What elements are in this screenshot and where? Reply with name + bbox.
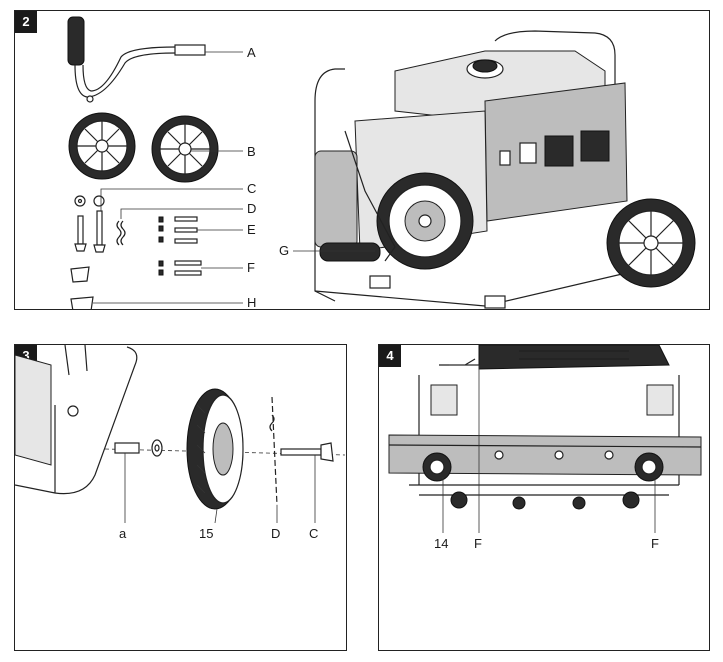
label-14: 14	[434, 536, 449, 551]
generator-drawing	[314, 30, 696, 309]
label-a-small: a	[119, 526, 127, 541]
label-f-right: F	[651, 536, 659, 551]
bolts-f	[158, 260, 202, 276]
split-pins-d	[116, 220, 126, 246]
leader-d	[120, 208, 243, 219]
leader-c	[100, 188, 243, 211]
figure-3-panel: 3 a 15 D C	[14, 344, 347, 651]
handle-part-a	[67, 16, 206, 103]
figure-4-panel: 4 14 F F	[378, 344, 710, 651]
figure-2-panel: 2	[14, 10, 710, 310]
label-h: H	[247, 295, 257, 310]
label-c-fig3: C	[309, 526, 319, 541]
figure-4-number: 4	[379, 345, 401, 367]
figure-4-illustration	[388, 345, 702, 533]
figure-2-illustration	[67, 16, 696, 309]
figure-2-number: 2	[15, 11, 37, 33]
label-e: E	[247, 222, 256, 237]
bolts-e	[158, 216, 198, 244]
label-d-fig3: D	[271, 526, 281, 541]
figure-3-illustration	[15, 345, 346, 524]
axle-parts-c	[74, 195, 106, 253]
label-b: B	[247, 144, 256, 159]
label-g: G	[279, 243, 290, 258]
label-f-left: F	[474, 536, 482, 551]
label-d: D	[247, 201, 257, 216]
label-c: C	[247, 181, 257, 196]
rubber-feet-h	[70, 266, 94, 309]
label-a: A	[247, 45, 256, 60]
spacer-a	[114, 442, 140, 454]
wheel-right	[151, 115, 219, 183]
label-f: F	[247, 260, 255, 275]
wheel-left	[68, 112, 136, 180]
label-15: 15	[199, 526, 214, 541]
wheel-15	[186, 388, 244, 510]
